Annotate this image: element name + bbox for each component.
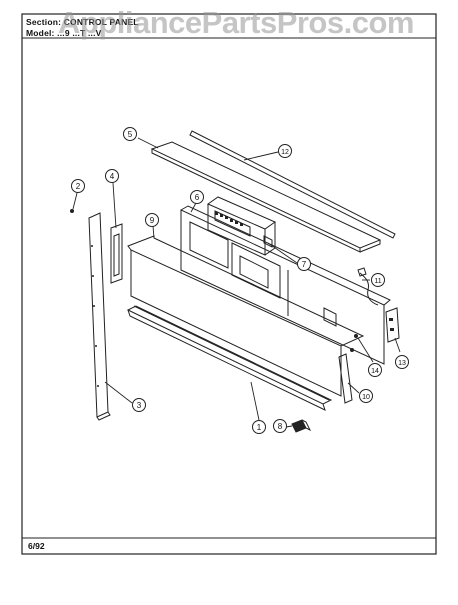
callout-9: 9 — [145, 213, 159, 227]
part-6-window-display — [231, 242, 281, 299]
callout-12: 12 — [278, 144, 292, 158]
part-4-bracket — [110, 223, 123, 284]
part-14-screw-a — [354, 334, 358, 338]
leader-2 — [72, 192, 78, 210]
page-frame — [21, 13, 437, 555]
part-6-panel-top-edge — [179, 205, 391, 306]
callout-6: 6 — [190, 190, 204, 204]
svg-text:6: 6 — [195, 193, 200, 202]
part-5-top-trim — [150, 141, 382, 249]
leader-7 — [267, 242, 298, 264]
leader-1 — [250, 381, 260, 421]
callout-8: 8 — [273, 419, 287, 433]
callout-3: 3 — [132, 398, 146, 412]
svg-text:3: 3 — [137, 401, 142, 410]
section-heading: Section: CONTROL PANEL — [26, 17, 139, 27]
leader-3 — [104, 381, 133, 404]
part-10-end-cap — [338, 353, 353, 404]
part-6-window-left — [189, 221, 229, 269]
callout-1: 1 — [252, 420, 266, 434]
part-2-screw — [70, 209, 74, 213]
leader-10 — [347, 382, 360, 394]
svg-text:12: 12 — [281, 149, 289, 156]
leader-13 — [394, 337, 401, 353]
part-9-glass-face — [130, 250, 342, 397]
part-6-panel-face — [180, 210, 385, 365]
callout-11: 11 — [371, 273, 385, 287]
callout-13: 13 — [395, 355, 409, 369]
callout-4: 4 — [105, 169, 119, 183]
callout-5: 5 — [123, 127, 137, 141]
leader-14 — [357, 337, 374, 363]
leader-9 — [152, 225, 155, 239]
svg-text:8: 8 — [278, 422, 283, 431]
leader-12 — [243, 151, 279, 161]
svg-text:9: 9 — [150, 216, 155, 225]
leader-6 — [190, 202, 197, 213]
svg-text:5: 5 — [128, 130, 133, 139]
part-12-rod — [189, 130, 396, 239]
callout-14: 14 — [368, 363, 382, 377]
revision-date: 6/92 — [28, 541, 45, 551]
leader-8 — [285, 425, 293, 428]
part-6-small-window — [323, 307, 337, 327]
part-9-glass-panel — [127, 235, 365, 347]
svg-text:11: 11 — [374, 278, 381, 285]
part-13-hinge-bracket — [385, 307, 400, 343]
svg-text:13: 13 — [398, 360, 406, 367]
svg-text:14: 14 — [371, 368, 379, 375]
part-11-wire-harness — [359, 272, 379, 306]
callout-2: 2 — [71, 179, 85, 193]
leader-4 — [112, 182, 117, 229]
part-14-screw-b — [350, 348, 354, 352]
svg-text:1: 1 — [257, 423, 262, 432]
leader-5 — [137, 137, 159, 149]
part-7-clock-front — [207, 204, 266, 256]
svg-text:10: 10 — [362, 394, 370, 401]
svg-text:4: 4 — [110, 172, 115, 181]
callout-7: 7 — [297, 257, 311, 271]
watermark: AppliancePartsPros.com — [58, 5, 414, 40]
svg-text:2: 2 — [76, 182, 81, 191]
model-heading: Model: ...9 ...T ...V — [26, 28, 102, 38]
callout-10: 10 — [359, 389, 373, 403]
svg-text:7: 7 — [302, 260, 307, 269]
part-1-bottom-trim — [126, 305, 333, 405]
